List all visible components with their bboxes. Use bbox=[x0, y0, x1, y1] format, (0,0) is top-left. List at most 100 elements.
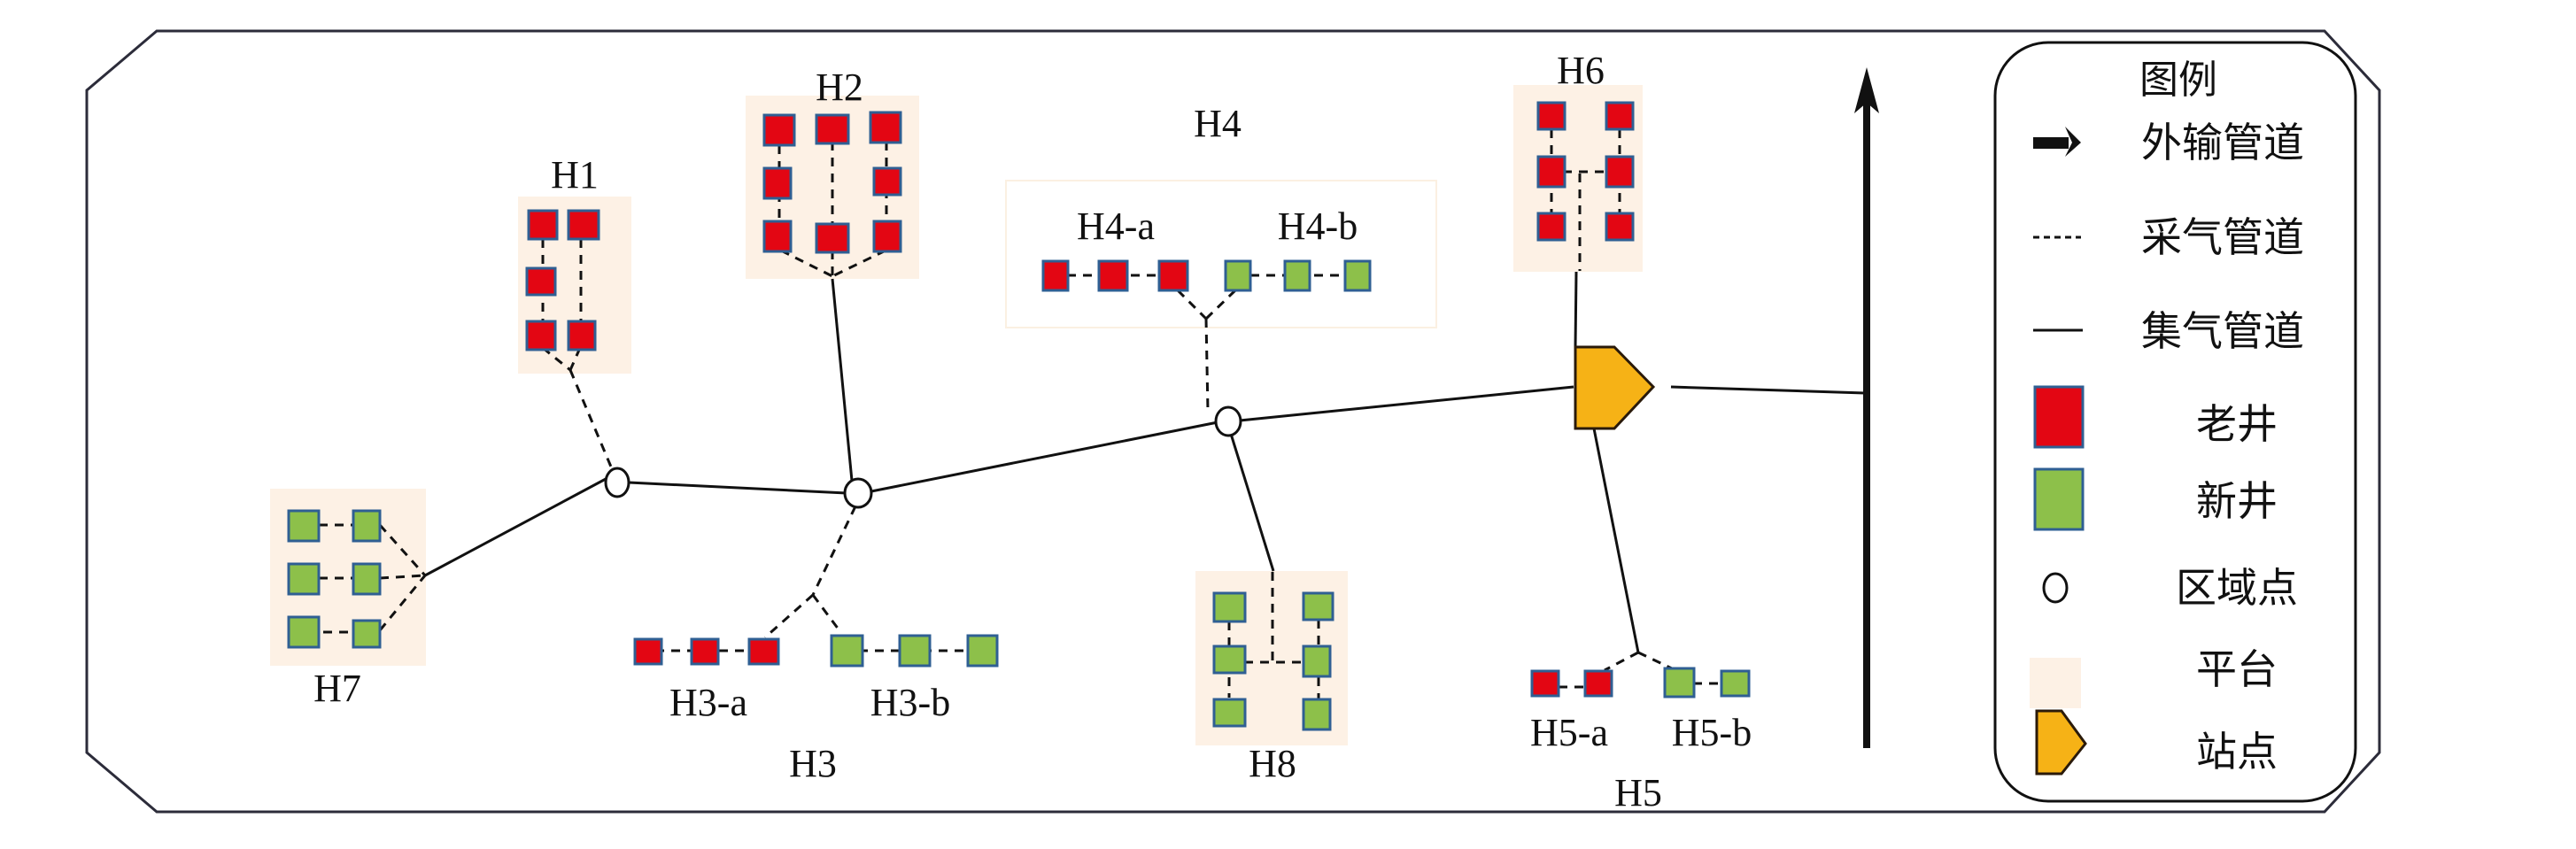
legend-label: 区域点 bbox=[2176, 564, 2298, 612]
legend-label: 采气管道 bbox=[2141, 213, 2304, 261]
regional-nodes bbox=[604, 405, 1242, 509]
old-well-h3a[interactable] bbox=[633, 637, 663, 666]
old-well-h3a[interactable] bbox=[747, 637, 780, 666]
beige-rect-icon bbox=[2030, 658, 2081, 708]
old-well-h5a[interactable] bbox=[1583, 669, 1613, 698]
legend-item-export-pipeline: 外输管道 bbox=[2033, 119, 2304, 166]
new-well-h3b[interactable] bbox=[898, 634, 932, 668]
legend-label: 平台 bbox=[2196, 645, 2278, 693]
new-well-h8[interactable] bbox=[1302, 644, 1332, 678]
label-h2: H2 bbox=[816, 66, 863, 109]
pipe-h7-j1 bbox=[424, 477, 607, 577]
export-pipeline bbox=[1854, 67, 1879, 748]
old-well-h6[interactable] bbox=[1536, 155, 1566, 189]
old-well-h2[interactable] bbox=[869, 111, 902, 144]
pipe-j3-h8 bbox=[1229, 433, 1275, 572]
old-well-h6[interactable] bbox=[1605, 212, 1635, 242]
new-well-h3b[interactable] bbox=[966, 634, 999, 668]
new-well-h7[interactable] bbox=[352, 509, 382, 543]
legend-item-regional-node: 区域点 bbox=[2042, 564, 2298, 612]
new-well-h7[interactable] bbox=[287, 562, 321, 596]
pentagon-icon bbox=[2035, 709, 2087, 776]
regional-node-j1[interactable] bbox=[604, 467, 630, 498]
legend-title: 图例 bbox=[2139, 58, 2217, 103]
new-well-h3b[interactable] bbox=[830, 634, 864, 668]
outer-frame bbox=[85, 29, 2381, 814]
old-well-h2[interactable] bbox=[762, 220, 793, 253]
new-well-h7[interactable] bbox=[287, 615, 321, 649]
legend: 图例 外输管道 采气管道 集气管道 老井 新井 bbox=[1993, 41, 2357, 803]
new-well-h8[interactable] bbox=[1302, 698, 1332, 731]
old-well-h1[interactable] bbox=[527, 209, 559, 241]
new-well-h8[interactable] bbox=[1212, 591, 1247, 623]
label-h5-a: H5-a bbox=[1530, 711, 1608, 754]
legend-item-old-well: 老井 bbox=[2033, 385, 2278, 449]
old-well-h6[interactable] bbox=[1536, 212, 1566, 242]
circle-icon bbox=[2042, 572, 2069, 604]
new-well-h8[interactable] bbox=[1302, 591, 1334, 621]
label-h8: H8 bbox=[1249, 742, 1296, 785]
old-well-h1[interactable] bbox=[567, 209, 600, 241]
red-square-icon bbox=[2033, 385, 2085, 449]
old-well-h1[interactable] bbox=[525, 320, 557, 351]
old-well-h1[interactable] bbox=[567, 320, 597, 351]
new-well-h7[interactable] bbox=[352, 619, 382, 649]
label-h6: H6 bbox=[1557, 49, 1605, 92]
old-well-h6[interactable] bbox=[1605, 155, 1635, 189]
legend-item-new-well: 新井 bbox=[2033, 467, 2278, 531]
label-h3: H3 bbox=[789, 742, 837, 785]
label-h5: H5 bbox=[1614, 771, 1662, 814]
regional-node-j2[interactable] bbox=[843, 477, 873, 509]
pipe-h2-j2 bbox=[831, 278, 854, 482]
old-well-h4a[interactable] bbox=[1157, 259, 1189, 292]
pipe-j2-j3 bbox=[870, 421, 1218, 493]
old-well-h3a[interactable] bbox=[690, 637, 720, 666]
old-well-h5a[interactable] bbox=[1530, 669, 1560, 698]
station[interactable] bbox=[1574, 345, 1656, 430]
new-well-h7[interactable] bbox=[287, 509, 321, 543]
green-square-icon bbox=[2033, 467, 2085, 531]
old-well-h4a[interactable] bbox=[1041, 259, 1070, 292]
new-well-h5b[interactable] bbox=[1663, 667, 1696, 698]
old-well-h6[interactable] bbox=[1605, 101, 1635, 131]
regional-node-j3[interactable] bbox=[1214, 405, 1242, 437]
pipe-station-export bbox=[1670, 385, 1866, 395]
label-h4: H4 bbox=[1194, 102, 1242, 145]
label-h5-b: H5-b bbox=[1672, 711, 1752, 754]
legend-item-collection-pipeline: 集气管道 bbox=[2033, 307, 2304, 355]
new-well-h8[interactable] bbox=[1212, 644, 1247, 675]
new-well-h7[interactable] bbox=[352, 562, 382, 596]
legend-item-platform: 平台 bbox=[2030, 645, 2278, 708]
pipe-j1-j2 bbox=[628, 481, 847, 495]
pipe-j3-station bbox=[1239, 385, 1574, 422]
new-well-h4b[interactable] bbox=[1224, 259, 1252, 292]
legend-box bbox=[1993, 41, 2357, 803]
new-well-h4b[interactable] bbox=[1283, 259, 1311, 292]
old-well-h2[interactable] bbox=[815, 113, 850, 145]
new-well-h4b[interactable] bbox=[1343, 259, 1372, 292]
old-well-h2[interactable] bbox=[762, 113, 796, 147]
old-well-h2[interactable] bbox=[872, 220, 902, 253]
legend-label: 老井 bbox=[2196, 400, 2278, 448]
label-h3-a: H3-a bbox=[669, 681, 747, 724]
old-well-h4a[interactable] bbox=[1097, 259, 1129, 292]
pipe-h6-station bbox=[1574, 271, 1578, 348]
old-well-h6[interactable] bbox=[1536, 101, 1566, 131]
thick-arrow-icon bbox=[2033, 127, 2081, 157]
legend-label: 外输管道 bbox=[2141, 119, 2304, 166]
wells bbox=[287, 101, 1751, 731]
collection-pipelines bbox=[424, 271, 1866, 653]
label-h7: H7 bbox=[313, 667, 361, 710]
label-h4-b: H4-b bbox=[1278, 205, 1358, 248]
old-well-h1[interactable] bbox=[525, 266, 557, 297]
old-well-h2[interactable] bbox=[815, 222, 850, 254]
old-well-h2[interactable] bbox=[762, 166, 793, 200]
legend-item-gathering-line: 采气管道 bbox=[2033, 213, 2304, 261]
platform-labels: H1 H2 H3-a H3-b H3 H4 H4-a H4-b H5-a H5-… bbox=[313, 49, 1752, 814]
old-well-h2[interactable] bbox=[872, 166, 902, 197]
new-well-h5b[interactable] bbox=[1720, 669, 1751, 698]
legend-label: 新井 bbox=[2196, 477, 2278, 525]
new-well-h8[interactable] bbox=[1212, 698, 1247, 728]
legend-label: 站点 bbox=[2196, 728, 2278, 776]
